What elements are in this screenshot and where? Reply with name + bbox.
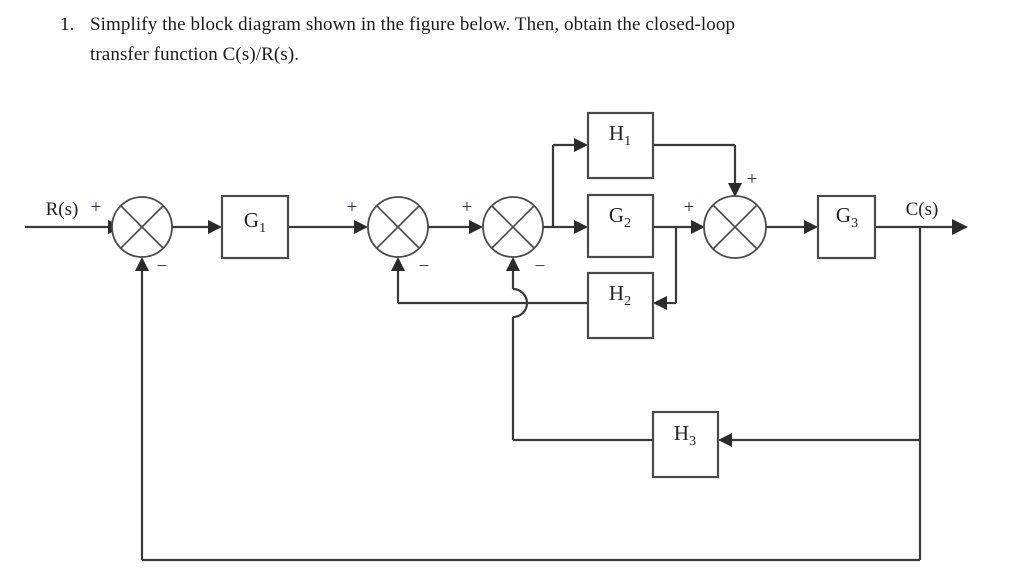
question-text: Simplify the block diagram shown in the … [90, 10, 735, 70]
wire-g1-to-sum2 [288, 220, 368, 234]
summing-junction-1[interactable] [111, 196, 173, 258]
sum3-plus-sign: + [462, 197, 473, 218]
wire-sum3-to-g2 [543, 220, 588, 234]
wire-h3-to-sum3 [506, 257, 653, 442]
output-label-cs: C(s) [906, 199, 939, 220]
wire-input-to-sum1 [25, 220, 122, 234]
wire-h2-to-sum2 [391, 257, 588, 305]
block-h2[interactable]: H2 [586, 271, 655, 340]
block-g3[interactable]: G3 [816, 194, 877, 260]
wire-sum1-to-g1 [172, 220, 222, 234]
sum4-plus-top-sign: + [747, 169, 758, 190]
summing-junction-3[interactable] [482, 196, 544, 258]
block-g1[interactable]: G1 [220, 194, 290, 260]
question-block: 1. Simplify the block diagram shown in t… [60, 10, 960, 70]
summing-junction-2[interactable] [367, 196, 429, 258]
wire-g3-to-output [875, 219, 968, 235]
wire-h1-to-sum4 [653, 143, 742, 197]
block-g2[interactable]: G2 [586, 193, 655, 259]
question-line-2: transfer function C(s)/R(s). [90, 44, 300, 65]
input-label-rs: R(s) [46, 199, 79, 220]
question-number: 1. [60, 14, 75, 35]
sum2-minus-sign: − [419, 256, 430, 277]
wire-g2-tap-to-h2 [653, 227, 678, 310]
summing-junction-4[interactable] [703, 195, 767, 259]
sum3-minus-sign: − [535, 256, 546, 277]
wire-outer-feedback-to-sum1 [135, 257, 922, 562]
wire-output-tap-to-h3 [718, 227, 922, 447]
sum2-plus-sign: + [347, 197, 358, 218]
block-h3[interactable]: H3 [651, 410, 720, 479]
sum1-minus-sign: − [157, 256, 168, 277]
wire-branch-to-h1 [551, 138, 588, 227]
wire-g2-to-sum4 [653, 220, 705, 234]
wire-sum4-to-g3 [765, 220, 818, 234]
sum1-plus-sign: + [91, 197, 102, 218]
question-line-1: Simplify the block diagram shown in the … [90, 14, 736, 35]
block-h1[interactable]: H1 [586, 111, 655, 180]
sum4-plus-left-sign: + [684, 197, 695, 218]
wire-sum2-to-sum3 [428, 220, 483, 234]
